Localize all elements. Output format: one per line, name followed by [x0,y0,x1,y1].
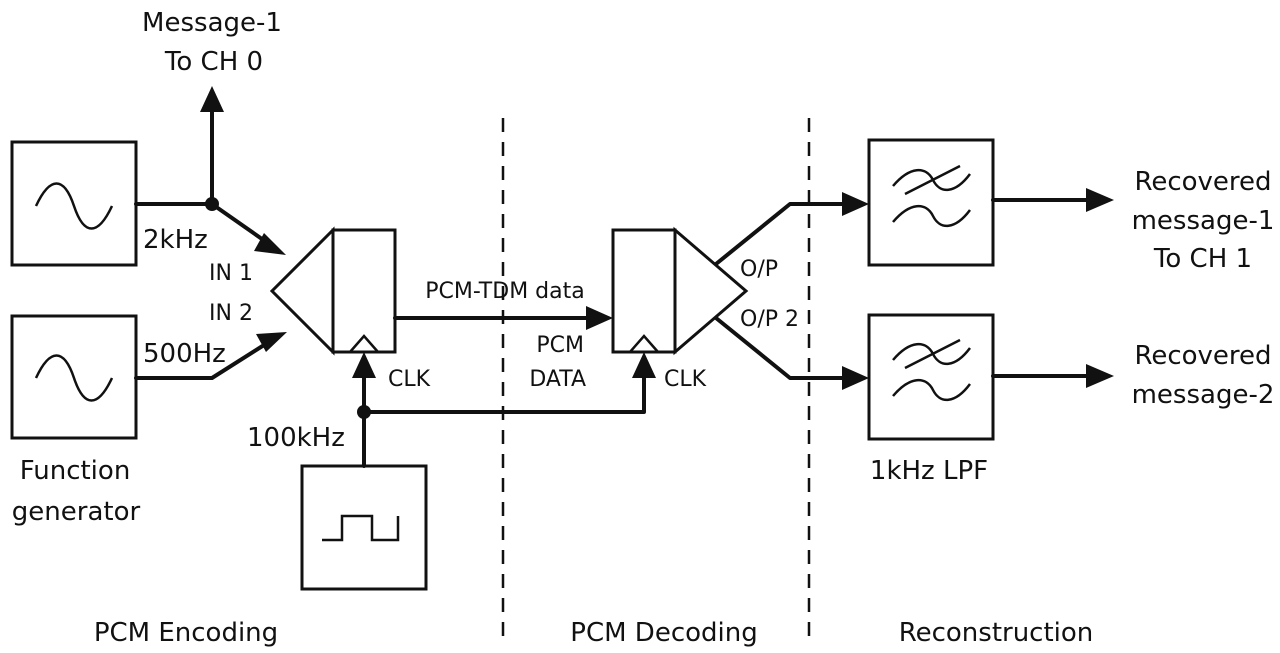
pcm-encoder [269,226,397,356]
arrow-message1-up [200,86,224,112]
freq-2khz-label: 2kHz [143,225,208,255]
lpf-symbol-icon [892,164,971,227]
message1-label: Message-1 [142,8,282,38]
sine-wave-icon [34,182,114,230]
clock-generator [300,464,428,591]
arrow-recovered-1 [1086,188,1114,212]
function-generator-1 [10,140,138,267]
arrow-recovered-2 [1086,364,1114,388]
message1-channel-label: To CH 0 [164,47,263,77]
freq-500hz-label: 500Hz [143,339,226,369]
function-generator-label-2: generator [12,497,141,527]
recovered-message2-label: Recovered [1134,341,1271,371]
encoder-in1-label: IN 1 [209,261,253,286]
decoder-clk-label: CLK [664,367,707,392]
junction-dot-2khz [205,197,219,211]
sine-wave-icon [34,354,114,402]
wire-gen2-to-encoder [134,338,274,380]
decoder-op1-label: O/P [740,257,778,282]
arrow-in2 [256,332,287,352]
section-pcm-encoding: PCM Encoding [94,618,278,648]
decoder-op2-label: O/P 2 [740,307,799,332]
arrow-encoder-clk [352,352,376,378]
section-reconstruction: Reconstruction [899,618,1094,648]
wire-op1-to-lpf1 [714,202,846,266]
decoder-data-label: DATA [529,367,586,392]
square-wave-icon [322,514,400,542]
encoder-in2-label: IN 2 [209,301,253,326]
arrow-lpf2-in [842,366,869,390]
arrow-decoder-clk [632,352,656,378]
low-pass-filter-2 [867,313,995,441]
section-pcm-decoding: PCM Decoding [570,618,757,648]
clock-freq-label: 100kHz [247,423,345,453]
recovered-message1-label-2: message-1 [1132,206,1275,236]
lpf-label: 1kHz LPF [870,456,988,486]
arrow-lpf1-in [842,192,869,216]
low-pass-filter-1 [867,138,995,267]
recovered-message1-channel: To CH 1 [1153,244,1252,274]
function-generator-label: Function [20,456,131,486]
pcm-decoder [611,226,749,356]
function-generator-2 [10,314,138,440]
wire-clock-to-decoder [362,374,646,414]
recovered-message2-label-2: message-2 [1132,380,1275,410]
decoder-pcm-label: PCM [536,333,584,358]
recovered-message1-label: Recovered [1134,167,1271,197]
encoder-clk-label: CLK [388,367,431,392]
arrow-pcm-data [586,306,613,330]
wire-op2-to-lpf2 [714,316,846,380]
lpf-symbol-icon [892,338,971,401]
arrow-in1 [254,233,286,255]
pcm-tdm-data-label: PCM-TDM data [425,279,584,304]
